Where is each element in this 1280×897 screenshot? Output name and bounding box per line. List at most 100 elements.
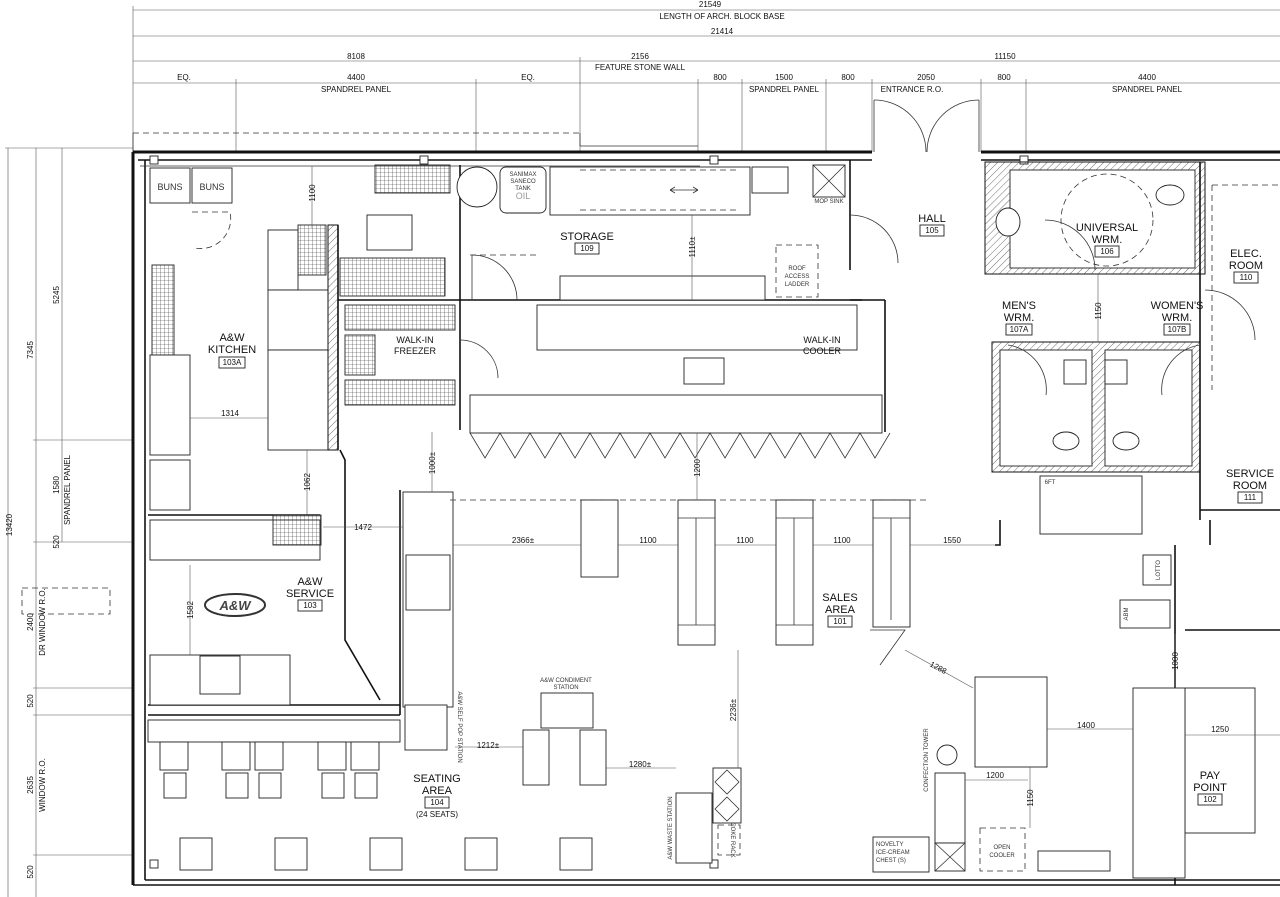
svg-text:1280±: 1280± bbox=[629, 760, 652, 769]
buns-rack-label: BUNS bbox=[199, 182, 224, 192]
svg-text:1550: 1550 bbox=[943, 536, 961, 545]
svg-text:WALK-IN: WALK-IN bbox=[396, 335, 433, 345]
dim-upper: 7345 bbox=[26, 341, 35, 359]
roof-ladder-label: LADDER bbox=[785, 282, 810, 288]
novelty-label: NOVELTY bbox=[876, 842, 904, 848]
svg-text:1472: 1472 bbox=[354, 523, 372, 532]
svg-text:MEN'S: MEN'S bbox=[1002, 300, 1036, 312]
dim-pier: 520 bbox=[26, 694, 35, 708]
mop-sink-label: MOP SINK bbox=[814, 199, 843, 205]
dim-feature-stone-wall: FEATURE STONE WALL bbox=[595, 63, 686, 72]
svg-text:103: 103 bbox=[303, 601, 317, 610]
svg-text:WRM.: WRM. bbox=[1004, 312, 1035, 324]
svg-text:1100: 1100 bbox=[736, 536, 754, 545]
svg-text:SALES: SALES bbox=[822, 592, 857, 604]
open-cooler-label: OPEN bbox=[993, 845, 1010, 851]
svg-text:A&W: A&W bbox=[219, 332, 245, 344]
svg-text:WRM.: WRM. bbox=[1092, 234, 1123, 246]
svg-text:107B: 107B bbox=[1168, 325, 1187, 334]
svg-text:1400: 1400 bbox=[1077, 721, 1095, 730]
dim-window-label: WINDOW R.O. bbox=[38, 758, 47, 812]
svg-text:1000±: 1000± bbox=[428, 451, 437, 474]
novelty-label: ICE-CREAM bbox=[876, 850, 910, 856]
dim-pier: 520 bbox=[52, 535, 61, 549]
washroom-fixtures bbox=[995, 173, 1280, 451]
svg-text:1110±: 1110± bbox=[688, 236, 697, 258]
svg-text:1062: 1062 bbox=[303, 473, 312, 491]
svg-text:105: 105 bbox=[925, 226, 939, 235]
svg-text:1314: 1314 bbox=[221, 409, 239, 418]
svg-text:1100: 1100 bbox=[639, 536, 657, 545]
six-ft-label: 6FT bbox=[1045, 480, 1056, 486]
svg-text:FREEZER: FREEZER bbox=[394, 346, 437, 356]
dim-arch-length: 21549 bbox=[699, 0, 722, 9]
svg-text:(24 SEATS): (24 SEATS) bbox=[416, 810, 458, 819]
svg-text:HALL: HALL bbox=[918, 213, 946, 225]
svg-text:ROOM: ROOM bbox=[1233, 480, 1267, 492]
svg-text:1150: 1150 bbox=[1094, 302, 1103, 320]
pop-station-label: A&W SELF POP STATION bbox=[456, 691, 462, 762]
service-counter: A&W A&W SELF POP STATION bbox=[149, 491, 462, 763]
svg-text:1000: 1000 bbox=[1171, 652, 1180, 670]
svg-text:STORAGE: STORAGE bbox=[560, 231, 614, 243]
condiment-label: A&W CONDIMENT bbox=[540, 678, 592, 684]
svg-text:WALK-IN: WALK-IN bbox=[803, 335, 840, 345]
spandrel-label: SPANDREL PANEL bbox=[749, 85, 820, 94]
svg-text:101: 101 bbox=[833, 617, 847, 626]
top-dimensions: 21549 LENGTH OF ARCH. BLOCK BASE 21414 8… bbox=[132, 0, 1280, 152]
svg-text:103A: 103A bbox=[223, 358, 242, 367]
condiment-label: STATION bbox=[553, 685, 578, 691]
sanimax-label: SANECO bbox=[510, 179, 536, 185]
svg-text:COOLER: COOLER bbox=[803, 346, 842, 356]
svg-text:1150: 1150 bbox=[1026, 789, 1035, 807]
dim-window: 2635 bbox=[26, 776, 35, 794]
svg-text:KITCHEN: KITCHEN bbox=[208, 344, 256, 356]
svg-text:SEATING: SEATING bbox=[413, 773, 460, 785]
dim-seg: 1500 bbox=[775, 73, 793, 82]
entrance-label: ENTRANCE R.O. bbox=[881, 85, 944, 94]
svg-text:ROOM: ROOM bbox=[1229, 260, 1263, 272]
spandrel-label: SPANDREL PANEL bbox=[1112, 85, 1183, 94]
svg-text:UNIVERSAL: UNIVERSAL bbox=[1076, 222, 1138, 234]
seating: A&W CONDIMENT STATION A&W WASTE STATION … bbox=[147, 678, 742, 871]
svg-text:PAY: PAY bbox=[1200, 770, 1221, 782]
svg-text:1200: 1200 bbox=[693, 459, 702, 477]
svg-text:2366±: 2366± bbox=[512, 536, 535, 545]
lotto-label: LOTTO bbox=[1156, 560, 1162, 580]
buns-rack-label: BUNS bbox=[157, 182, 182, 192]
storage-equipment: SANIMAX SANECO TANK OIL MOP SINK ROOF AC… bbox=[456, 164, 899, 459]
gondolas: CONFECTION TOWER NOVELTY ICE-CREAM CHEST… bbox=[450, 475, 1256, 879]
novelty-label: CHEST (S) bbox=[876, 858, 906, 864]
svg-text:ELEC.: ELEC. bbox=[1230, 248, 1262, 260]
spandrel-label: SPANDREL PANEL bbox=[321, 85, 392, 94]
svg-text:111: 111 bbox=[1244, 493, 1257, 502]
svg-text:1100: 1100 bbox=[833, 536, 851, 545]
sanimax-label: SANIMAX bbox=[509, 172, 536, 178]
dim-kitchen: 5245 bbox=[52, 286, 61, 304]
svg-text:AREA: AREA bbox=[825, 604, 856, 616]
svg-text:WRM.: WRM. bbox=[1162, 312, 1193, 324]
dim-dr-window: 2400 bbox=[26, 613, 35, 631]
dim-seg: 800 bbox=[997, 73, 1011, 82]
dim-seg: EQ. bbox=[521, 73, 535, 82]
svg-text:107A: 107A bbox=[1010, 325, 1029, 334]
coke-rack-label: COKE RACK bbox=[729, 822, 735, 857]
dim-seg: 2050 bbox=[917, 73, 935, 82]
dim-seg: 4400 bbox=[1138, 73, 1156, 82]
svg-text:109: 109 bbox=[580, 244, 594, 253]
abm-label: ABM bbox=[1124, 607, 1130, 620]
entrance-doors[interactable] bbox=[873, 99, 980, 153]
svg-text:1212±: 1212± bbox=[477, 741, 500, 750]
roof-ladder-label: ACCESS bbox=[785, 274, 810, 280]
dim-left-span: 8108 bbox=[347, 52, 365, 61]
dim-spandrel: 1580 bbox=[52, 476, 61, 494]
